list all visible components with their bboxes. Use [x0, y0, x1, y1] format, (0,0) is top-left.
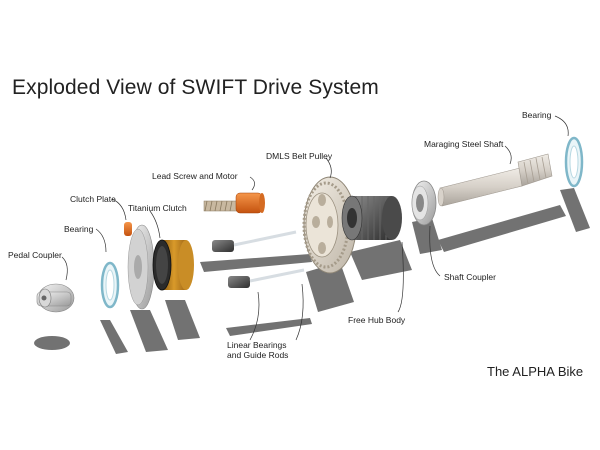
dmls-belt-pulley-part — [302, 176, 357, 274]
diagram-title: Exploded View of SWIFT Drive System — [12, 76, 379, 99]
linear-bearings-shadow — [200, 254, 312, 272]
label-free-hub-body: Free Hub Body — [348, 315, 406, 325]
leader-titanium-clutch — [149, 210, 161, 239]
shaft-shadow — [438, 205, 566, 252]
shaft-coupler-shadow — [412, 218, 442, 254]
leader-pulley — [325, 157, 332, 179]
label-maraging-steel-shaft: Maraging Steel Shaft — [424, 139, 504, 149]
bearing-left-part — [100, 261, 120, 309]
pulley-shadow — [306, 262, 354, 312]
leader-pedal-coupler — [61, 256, 68, 281]
free-hub-body-part — [341, 195, 402, 241]
lead-screw-motor-part — [203, 192, 265, 214]
part-shadows — [34, 188, 590, 354]
pedal-coupler-shadow — [34, 336, 70, 350]
leader-bearing-right — [554, 115, 569, 137]
freehub-shadow — [350, 240, 412, 280]
bearing-left-shadow — [100, 320, 128, 354]
label-linear-bearings-guide-rods: Linear Bearings and Guide Rods — [227, 340, 289, 360]
clutch-plate-shadow — [130, 310, 168, 352]
label-clutch-plate: Clutch Plate — [70, 194, 116, 204]
clutch-plate-part — [124, 222, 155, 310]
label-bearing-right: Bearing — [522, 110, 552, 120]
leader-linear-bearings-1 — [249, 291, 260, 341]
label-lead-screw-motor: Lead Screw and Motor — [152, 171, 238, 181]
pedal-coupler-part — [36, 283, 75, 313]
shaft-coupler-part — [411, 180, 437, 226]
titanium-clutch-part — [152, 239, 194, 291]
linear-bearings-part — [212, 230, 305, 288]
leader-shaft-coupler — [429, 225, 441, 277]
label-shaft-coupler: Shaft Coupler — [444, 272, 496, 282]
leader-linear-bearings-2 — [295, 283, 304, 341]
leader-lines — [61, 115, 569, 341]
leader-clutch-plate — [111, 198, 127, 221]
label-dmls-belt-pulley: DMLS Belt Pulley — [266, 151, 333, 161]
leader-free-hub — [397, 241, 404, 313]
label-pedal-coupler: Pedal Coupler — [8, 250, 62, 260]
bearing-right-part — [564, 136, 584, 188]
leader-lead-screw — [249, 176, 255, 191]
maraging-steel-shaft-part — [437, 153, 553, 207]
leader-shaft — [504, 145, 512, 165]
label-titanium-clutch: Titanium Clutch — [128, 203, 187, 213]
titanium-clutch-shadow — [165, 300, 200, 340]
bearing-right-shadow — [560, 188, 590, 232]
guide-rods-shadow — [226, 318, 312, 336]
label-bearing-left: Bearing — [64, 224, 94, 234]
leader-bearing-left — [95, 228, 107, 253]
brand-caption: The ALPHA Bike — [487, 364, 584, 379]
